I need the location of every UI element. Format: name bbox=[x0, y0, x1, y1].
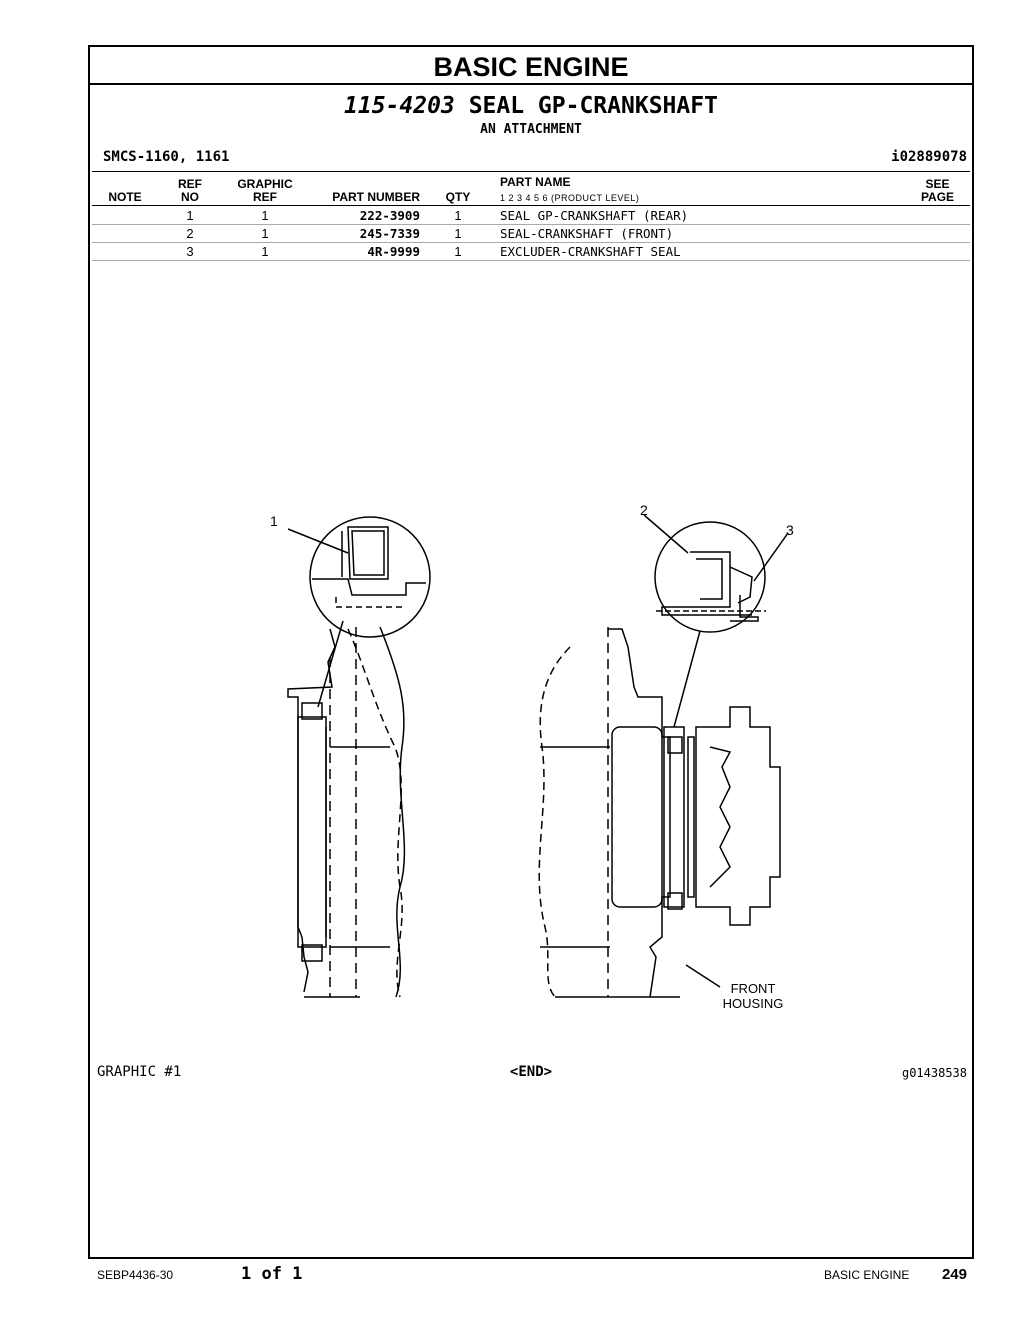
row-qty: 1 bbox=[454, 208, 462, 223]
row-ref-no: 2 bbox=[186, 226, 194, 241]
row-graphic-ref: 1 bbox=[261, 244, 269, 259]
header-graphic-ref-bottom: REF bbox=[253, 190, 277, 204]
footer-page-of: 1 of 1 bbox=[241, 1264, 303, 1284]
header-note: NOTE bbox=[108, 190, 142, 204]
header-ref-no-top: REF bbox=[178, 177, 202, 191]
rear-seal-assembly bbox=[287, 516, 431, 998]
graphic-label: GRAPHIC #1 bbox=[97, 1064, 182, 1080]
footer-page-number: 249 bbox=[941, 1266, 967, 1283]
row-part-number: 222-3909 bbox=[359, 208, 420, 223]
row-part-name: EXCLUDER-CRANKSHAFT SEAL bbox=[500, 244, 681, 259]
front-housing-label: FRONT HOUSING bbox=[710, 981, 796, 1011]
callout-3: 3 bbox=[786, 522, 794, 538]
end-marker: <END> bbox=[509, 1064, 553, 1080]
footer-doc-number: SEBP4436-30 bbox=[97, 1268, 174, 1282]
front-seal-assembly bbox=[538, 514, 789, 998]
footer-section: BASIC ENGINE bbox=[824, 1268, 910, 1282]
header-ref-no-bottom: NO bbox=[181, 190, 199, 204]
row-part-number: 245-7339 bbox=[359, 226, 420, 241]
front-housing-line1: FRONT bbox=[730, 981, 776, 996]
row-divider bbox=[92, 260, 970, 261]
row-divider bbox=[92, 242, 970, 243]
row-part-name: SEAL GP-CRANKSHAFT (REAR) bbox=[500, 208, 689, 223]
header-see-page-top: SEE bbox=[925, 177, 950, 191]
info-ref-id: i02889078 bbox=[891, 149, 967, 165]
row-ref-no: 1 bbox=[186, 208, 194, 223]
row-ref-no: 3 bbox=[186, 244, 194, 259]
callout-1: 1 bbox=[270, 513, 278, 529]
group-title: 115-4203 SEAL GP-CRANKSHAFT bbox=[90, 93, 972, 119]
header-graphic-ref-top: GRAPHIC bbox=[237, 177, 293, 191]
page-frame: BASIC ENGINE 115-4203 SEAL GP-CRANKSHAFT… bbox=[88, 45, 974, 1259]
group-name: SEAL GP-CRANKSHAFT bbox=[468, 93, 718, 119]
header-top-rule bbox=[92, 171, 970, 172]
row-divider bbox=[92, 224, 970, 225]
header-product-level: 1 2 3 4 5 6 (PRODUCT LEVEL) bbox=[500, 193, 640, 203]
row-qty: 1 bbox=[454, 244, 462, 259]
row-qty: 1 bbox=[454, 226, 462, 241]
front-housing-line2: HOUSING bbox=[722, 996, 784, 1011]
header-part-number: PART NUMBER bbox=[332, 190, 420, 204]
seal-diagram bbox=[287, 514, 789, 998]
group-part-number: 115-4203 bbox=[344, 93, 455, 119]
row-graphic-ref: 1 bbox=[261, 208, 269, 223]
attachment-label: AN ATTACHMENT bbox=[480, 122, 582, 137]
row-part-name: SEAL-CRANKSHAFT (FRONT) bbox=[500, 226, 674, 241]
row-graphic-ref: 1 bbox=[261, 226, 269, 241]
header-see-page-bottom: PAGE bbox=[920, 190, 955, 204]
callout-2: 2 bbox=[640, 502, 648, 518]
smcs-code: SMCS-1160, 1161 bbox=[103, 149, 230, 165]
header-bottom-rule bbox=[92, 205, 970, 206]
header-part-name: PART NAME bbox=[500, 175, 571, 189]
graphic-id: g01438538 bbox=[901, 1066, 967, 1080]
header-qty: QTY bbox=[445, 190, 471, 204]
section-title: BASIC ENGINE bbox=[90, 47, 972, 85]
row-part-number: 4R-9999 bbox=[367, 244, 420, 259]
